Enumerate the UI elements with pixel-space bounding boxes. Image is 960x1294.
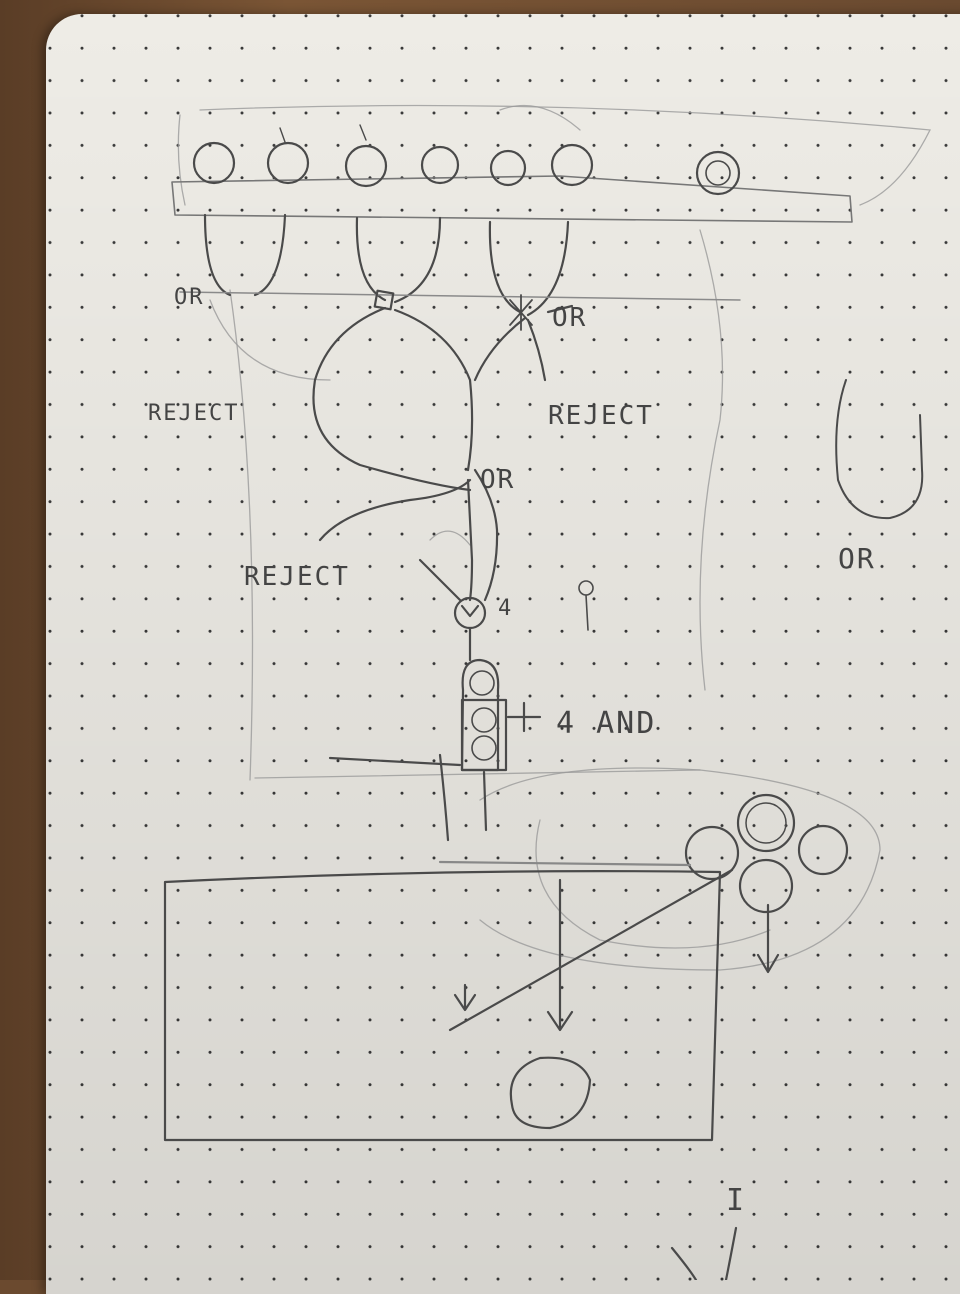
- special-ball-inner: [705, 160, 731, 186]
- ball-5: [489, 149, 527, 187]
- stack-ball-3: [471, 735, 497, 761]
- label-reject-left: REJECT: [148, 401, 239, 426]
- and-gate-box: [460, 698, 508, 772]
- merge-channels: [312, 306, 547, 602]
- ball-6: [550, 143, 594, 187]
- upper-channels: [179, 213, 741, 331]
- ball-2: [266, 141, 310, 185]
- or-cup-symbol: [835, 379, 924, 520]
- label-bottom-mark: I: [726, 1183, 746, 1218]
- label-reject-bottom: REJECT: [244, 562, 350, 592]
- ball-cluster: [448, 793, 849, 1032]
- label-or-symbol: OR: [838, 542, 876, 575]
- label-gate-number: 4: [498, 596, 513, 621]
- label-and-gate: 4 AND: [556, 706, 656, 741]
- stacked-ball-tube: [460, 658, 500, 772]
- collection-box: [163, 860, 722, 1142]
- stack-ball-1: [469, 670, 495, 696]
- stack-ball-2: [471, 707, 497, 733]
- gate-4-ring: [453, 596, 487, 630]
- dot-grid-notebook-page: [46, 14, 960, 1294]
- pin-marker: [578, 580, 594, 631]
- label-or-top-left: OR: [174, 285, 205, 310]
- ball-4: [420, 145, 460, 185]
- ghost-erased-strokes: [177, 104, 932, 971]
- label-or-top-right: OR: [552, 303, 587, 333]
- ball-1: [192, 141, 236, 185]
- special-ball-outer: [695, 150, 741, 196]
- label-reject-right: REJECT: [548, 401, 654, 431]
- bottom-funnel: [670, 1226, 738, 1280]
- label-or-middle: OR: [480, 465, 515, 495]
- top-ball-rail: [171, 124, 853, 223]
- handwritten-labels: OR OR REJECT REJECT OR REJECT 4 4 AND OR…: [148, 285, 876, 1218]
- bottom-ball: [509, 1056, 592, 1130]
- ball-3: [344, 144, 388, 188]
- and-gate-assembly: [328, 596, 542, 842]
